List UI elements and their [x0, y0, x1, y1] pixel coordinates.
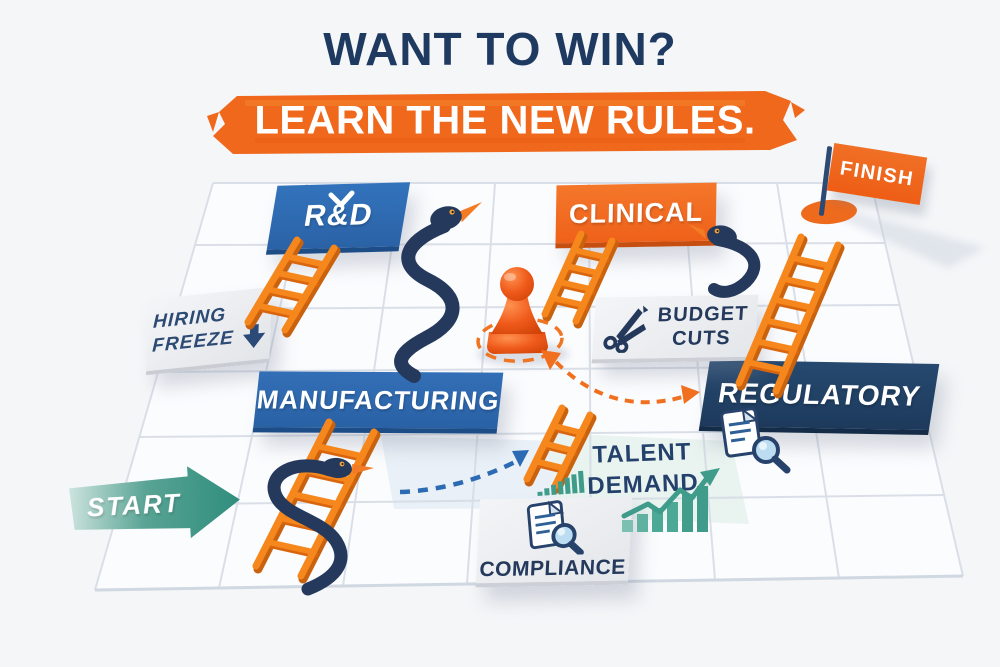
document-magnifier-icon: [526, 500, 584, 556]
tile-rd-label: R&D: [301, 198, 376, 233]
flag-shadow: [838, 208, 985, 268]
headline-highlight: LEARN THE NEW RULES.: [205, 86, 805, 158]
snake-icon: [267, 457, 374, 596]
tile-manufacturing: MANUFACTURING: [252, 371, 504, 434]
down-arrow-icon: [243, 323, 266, 348]
start-arrow: START: [68, 464, 242, 545]
finish-label: FINISH: [838, 156, 916, 191]
budget-cuts-line1: BUDGET: [656, 302, 750, 327]
budget-cuts-line2: CUTS: [671, 327, 732, 351]
brush-stroke: [207, 91, 805, 154]
snake-icon: [394, 202, 482, 383]
pawn-shadow: [477, 342, 569, 366]
headline-line2: LEARN THE NEW RULES.: [254, 98, 756, 143]
pawn-icon: [487, 267, 548, 354]
tile-compliance: COMPLIANCE: [475, 496, 633, 588]
tile-budget-cuts: BUDGET CUTS: [591, 294, 759, 364]
tile-compliance-label: COMPLIANCE: [478, 555, 627, 582]
finish-flag-icon: FINISH: [826, 142, 928, 206]
scissors-icon: [603, 305, 649, 354]
headline: WANT TO WIN?: [323, 23, 677, 75]
flag-base: [800, 198, 858, 226]
talent-demand-line2: DEMAND: [586, 469, 700, 501]
tile-hiring-freeze: HIRING FREEZE: [146, 286, 272, 376]
tile-rd: R&D: [265, 182, 411, 255]
dashed-path-blue: [399, 450, 529, 495]
ladder-icon: [252, 418, 381, 584]
start-label: START: [86, 487, 182, 523]
tile-clinical-label: CLINICAL: [568, 196, 704, 229]
tile-manufacturing-label: MANUFACTURING: [255, 383, 502, 416]
tile-regulatory: REGULATORY: [698, 359, 940, 436]
tile-talent-demand: TALENT DEMAND: [564, 435, 721, 503]
dashed-target-ellipse: [476, 317, 564, 363]
tile-clinical: CLINICAL: [555, 182, 717, 249]
tile-regulatory-label: REGULATORY: [716, 377, 923, 412]
